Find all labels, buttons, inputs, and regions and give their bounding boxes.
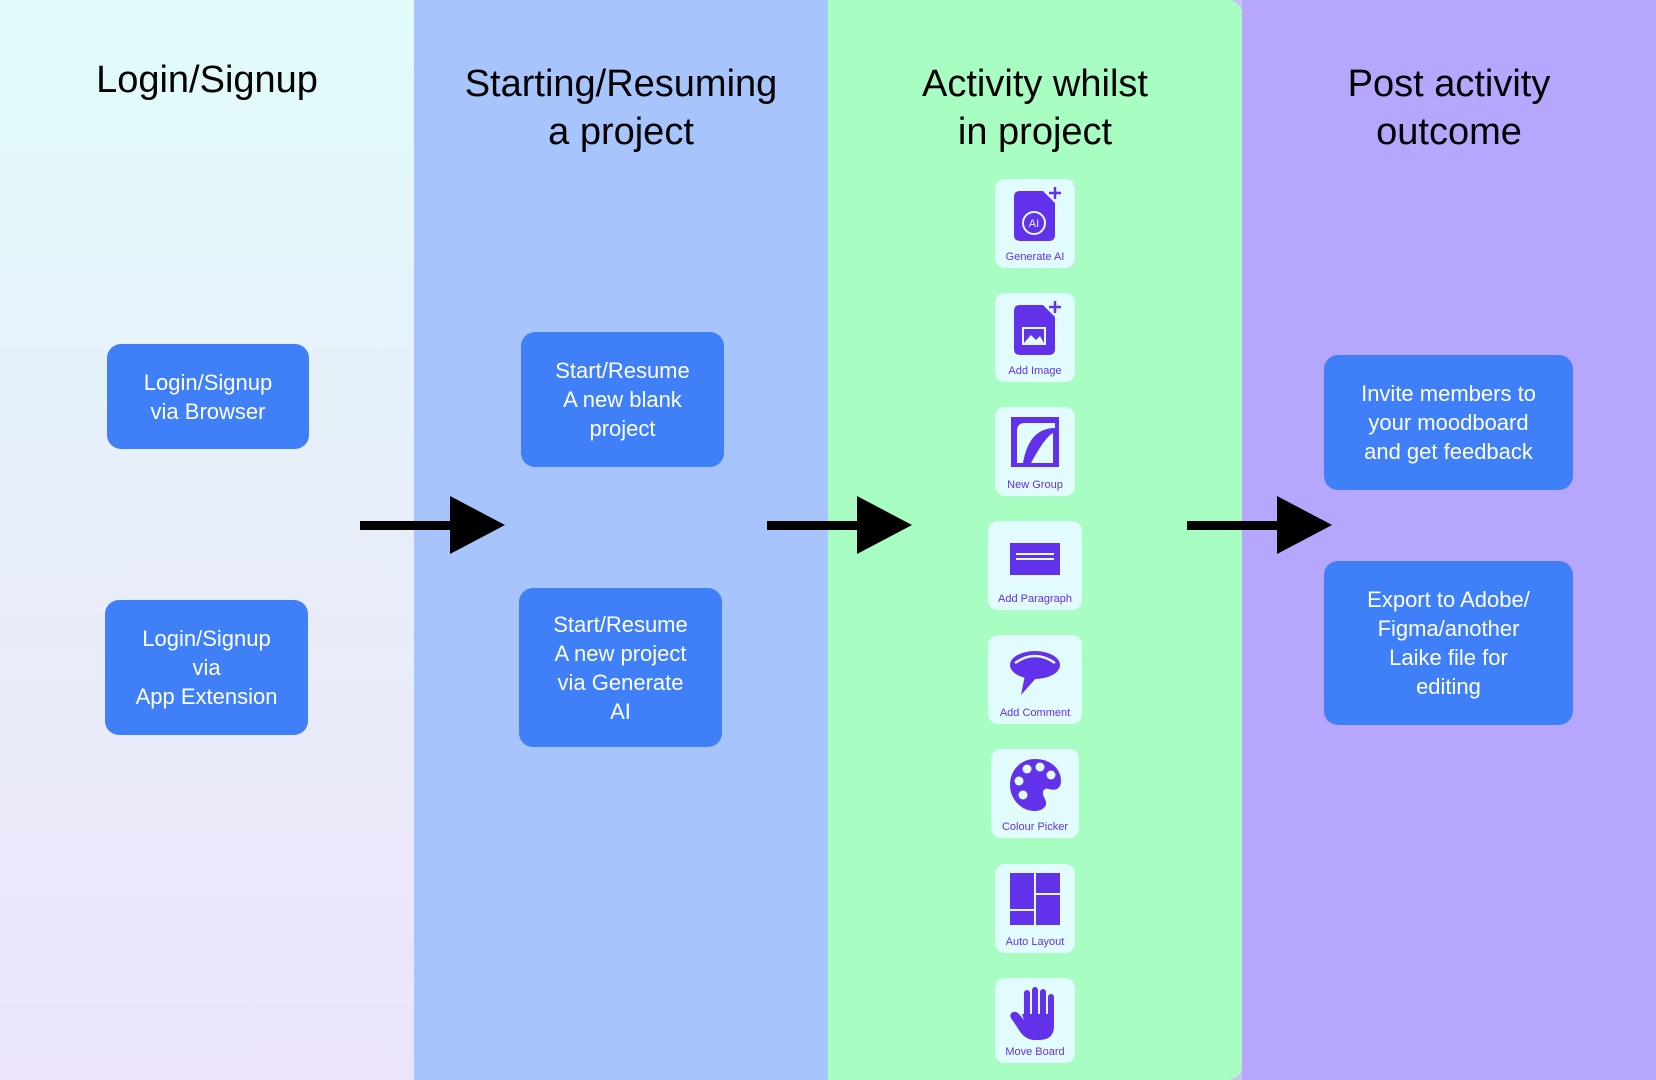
colour-picker-icon xyxy=(1010,759,1061,811)
arrow-shaft xyxy=(767,521,862,530)
auto-layout-icon xyxy=(1010,873,1060,925)
tool-colour-picker[interactable]: Colour Picker xyxy=(991,749,1079,838)
arrow-head xyxy=(1277,496,1332,554)
add-image-icon xyxy=(1014,301,1061,355)
tool-generate-ai[interactable]: AI Generate AI xyxy=(995,179,1075,268)
arrow-head xyxy=(450,496,505,554)
tool-label: Add Comment xyxy=(999,707,1071,719)
arrow-icon xyxy=(1187,496,1332,554)
add-comment-icon xyxy=(1010,651,1060,695)
add-paragraph-icon xyxy=(1010,543,1060,575)
arrow-shaft xyxy=(1187,521,1282,530)
lane-activity: Activity whilst in project AI Generate A… xyxy=(828,0,1242,1080)
arrow-icon xyxy=(360,496,505,554)
tool-label: Generate AI xyxy=(1005,251,1065,263)
start-blank-project-box: Start/Resume A new blank project xyxy=(521,332,724,467)
tool-add-paragraph[interactable]: Add Paragraph xyxy=(988,521,1082,610)
lane-login-signup: Login/Signup Login/Signup via Browser Lo… xyxy=(0,0,414,1080)
lane-title: Login/Signup xyxy=(96,59,318,101)
export-box: Export to Adobe/ Figma/another Laike fil… xyxy=(1324,561,1573,725)
svg-text:AI: AI xyxy=(1029,218,1039,230)
tool-label: Colour Picker xyxy=(1001,821,1069,833)
new-group-icon xyxy=(1011,417,1059,467)
login-app-extension-box: Login/Signup via App Extension xyxy=(105,600,308,735)
login-browser-box: Login/Signup via Browser xyxy=(107,344,309,449)
arrow-head xyxy=(857,496,912,554)
tool-new-group[interactable]: New Group xyxy=(995,407,1075,496)
tool-label: Auto Layout xyxy=(1005,936,1065,948)
tool-label: Move Board xyxy=(1005,1046,1065,1058)
arrow-icon xyxy=(767,496,912,554)
lane-title: Starting/Resuming a project xyxy=(464,63,778,153)
lane-starting-resuming: Starting/Resuming a project Start/Resume… xyxy=(414,0,828,1080)
generate-ai-icon: AI xyxy=(1014,187,1061,241)
move-board-icon xyxy=(1010,987,1054,1040)
tool-add-comment[interactable]: Add Comment xyxy=(988,635,1082,724)
tool-move-board[interactable]: Move Board xyxy=(995,978,1075,1063)
tool-label: Add Paragraph xyxy=(998,593,1072,605)
lane-title: Activity whilst in project xyxy=(922,63,1148,153)
tool-add-image[interactable]: Add Image xyxy=(995,293,1075,382)
tool-auto-layout[interactable]: Auto Layout xyxy=(995,864,1075,953)
arrow-shaft xyxy=(360,521,455,530)
lane-title: Post activity outcome xyxy=(1347,63,1551,153)
start-generate-ai-project-box: Start/Resume A new project via Generate … xyxy=(519,588,722,747)
invite-members-box: Invite members to your moodboard and get… xyxy=(1324,355,1573,490)
tool-label: Add Image xyxy=(1008,365,1062,377)
tool-label: New Group xyxy=(1007,479,1063,491)
lane-post-activity: Post activity outcome Invite members to … xyxy=(1242,0,1656,1080)
